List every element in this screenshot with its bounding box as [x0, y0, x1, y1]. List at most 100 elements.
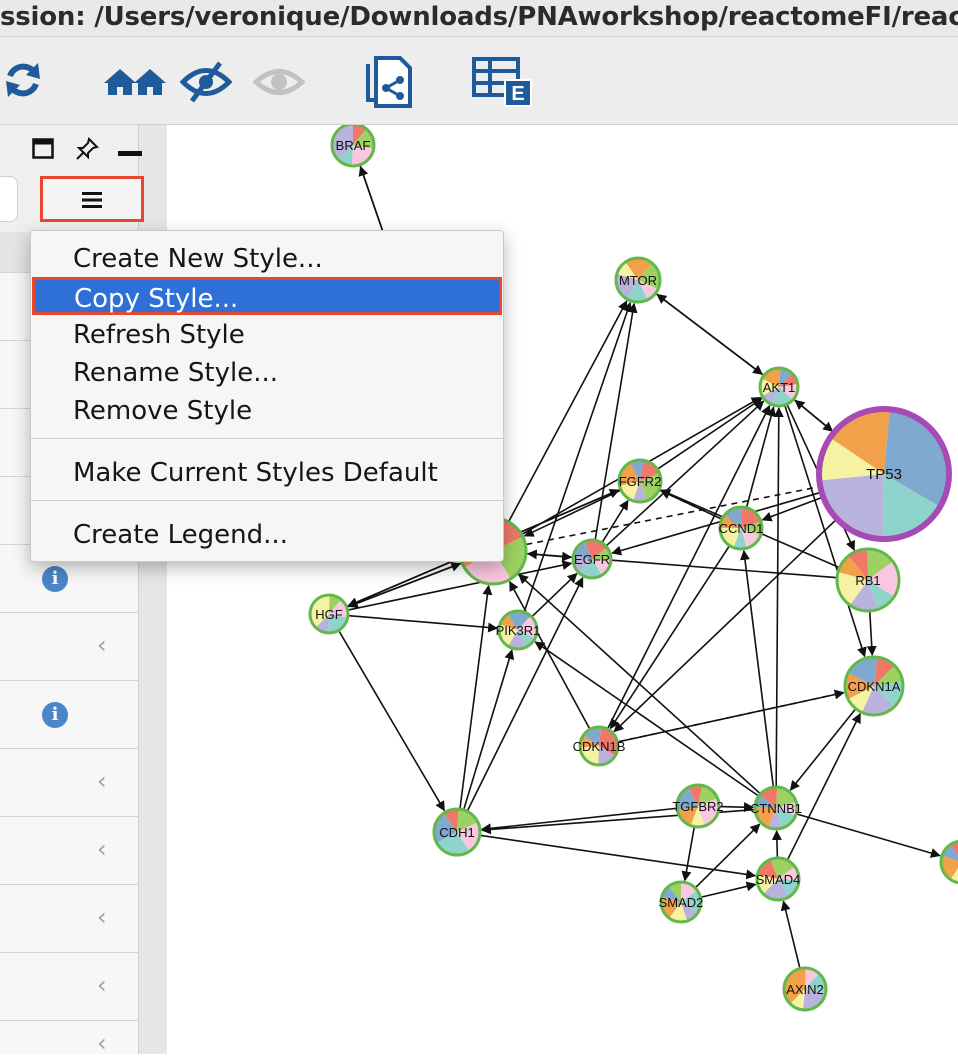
network-edge[interactable] [595, 304, 634, 540]
style-selector[interactable] [0, 176, 18, 222]
network-edge[interactable] [532, 574, 576, 617]
svg-text:E: E [511, 83, 524, 105]
network-edge[interactable] [790, 709, 855, 790]
network-edge[interactable] [797, 814, 940, 855]
main-toolbar: E [0, 37, 958, 125]
network-node-ccnd1[interactable]: CCND1 [719, 507, 764, 549]
network-edge[interactable] [349, 563, 462, 606]
property-row[interactable]: ‹ [0, 885, 138, 953]
network-node-label: BRAF [336, 138, 371, 153]
menu-item-make-current-styles-default[interactable]: Make Current Styles Default [31, 454, 503, 492]
property-row[interactable]: ‹ [0, 953, 138, 1021]
network-edge[interactable] [482, 808, 676, 829]
network-node-label: CDH1 [439, 825, 474, 840]
menu-item-remove-style[interactable]: Remove Style [31, 392, 503, 430]
network-node-ctnnb1[interactable]: CTNNB1 [750, 787, 802, 829]
menu-item-refresh-style[interactable]: Refresh Style [31, 316, 503, 354]
network-node-label: TGFBR2 [672, 799, 723, 814]
network-node-braf[interactable]: BRAF [332, 125, 374, 166]
menu-separator [31, 500, 503, 501]
chevron-left-icon[interactable]: ‹ [97, 971, 107, 999]
menu-item-create-new-style[interactable]: Create New Style... [31, 240, 503, 278]
minimize-icon[interactable] [118, 150, 142, 158]
chevron-left-icon[interactable]: ‹ [97, 835, 107, 863]
maximize-icon[interactable] [32, 138, 54, 160]
network-edge[interactable] [657, 295, 763, 375]
network-edge[interactable] [701, 884, 755, 897]
network-edge[interactable] [685, 828, 694, 881]
network-edge[interactable] [696, 824, 760, 887]
property-row[interactable]: ‹ [0, 613, 138, 681]
network-node-a[interactable]: A [941, 841, 958, 883]
network-edge[interactable] [349, 616, 497, 629]
style-options-menu: Create New Style... Copy Style... Refres… [30, 230, 504, 562]
info-icon[interactable]: i [42, 702, 68, 728]
property-row[interactable]: ‹ [0, 749, 138, 817]
network-edge[interactable] [744, 551, 773, 786]
home-icon[interactable] [104, 67, 166, 97]
network-node-label: SMAD2 [659, 895, 704, 910]
network-node-fgfr2[interactable]: FGFR2 [619, 460, 662, 502]
network-edge[interactable] [776, 408, 779, 786]
network-node-label: RB1 [855, 573, 880, 588]
network-node-cdkn1b[interactable]: CDKN1B [573, 727, 626, 765]
show-icon[interactable] [253, 65, 305, 99]
property-row[interactable]: i [0, 681, 138, 749]
network-edge[interactable] [794, 400, 832, 431]
network-edge[interactable] [339, 631, 444, 810]
chevron-left-icon[interactable]: ‹ [97, 767, 107, 795]
network-node-axin2[interactable]: AXIN2 [784, 968, 826, 1010]
network-node-rb1[interactable]: RB1 [837, 549, 899, 611]
network-edge[interactable] [658, 399, 761, 469]
network-node-label: SMAD4 [756, 872, 801, 887]
network-edge[interactable] [870, 612, 872, 655]
network-edge[interactable] [509, 301, 627, 521]
table-export-icon[interactable]: E [472, 57, 534, 109]
network-edge[interactable] [788, 714, 860, 860]
network-edge[interactable] [602, 501, 627, 542]
network-node-akt1[interactable]: AKT1 [760, 368, 798, 406]
hamburger-menu-button[interactable] [40, 176, 144, 222]
pin-icon[interactable] [75, 137, 99, 161]
network-node-smad4[interactable]: SMAD4 [756, 858, 801, 900]
chevron-left-icon[interactable]: ‹ [97, 631, 107, 659]
menu-item-rename-style[interactable]: Rename Style... [31, 354, 503, 392]
network-edge[interactable] [510, 582, 590, 729]
chevron-left-icon[interactable]: ‹ [97, 1029, 107, 1057]
network-edge[interactable] [610, 546, 729, 728]
menu-separator [31, 438, 503, 439]
network-edge[interactable] [747, 407, 774, 506]
network-node-pik3r1[interactable]: PIK3R1 [496, 611, 541, 649]
network-node-label: AKT1 [763, 380, 796, 395]
network-edge[interactable] [349, 563, 572, 610]
network-edge[interactable] [783, 901, 799, 967]
property-row[interactable]: ‹ [0, 1021, 138, 1054]
share-session-icon[interactable] [362, 54, 418, 110]
hamburger-menu-icon [82, 192, 102, 208]
network-edge[interactable] [777, 831, 778, 857]
network-node-label: MTOR [619, 273, 657, 288]
network-node-smad2[interactable]: SMAD2 [659, 882, 704, 922]
network-node-label: CCND1 [719, 521, 764, 536]
network-node-cdkn1a[interactable]: CDKN1A [845, 657, 903, 715]
network-node-tp53[interactable]: TP53 [819, 409, 949, 539]
property-row[interactable]: ‹ [0, 817, 138, 885]
info-icon[interactable]: i [42, 566, 68, 592]
network-edge[interactable] [720, 807, 753, 808]
network-node-label: FGFR2 [619, 474, 662, 489]
network-node-cdh1[interactable]: CDH1 [434, 809, 480, 855]
chevron-left-icon[interactable]: ‹ [97, 903, 107, 931]
network-node-label: TP53 [866, 466, 902, 483]
menu-item-create-legend[interactable]: Create Legend... [31, 516, 503, 554]
network-node-label: AXIN2 [786, 982, 824, 997]
hide-icon[interactable] [180, 61, 232, 103]
network-node-egfr[interactable]: EGFR [573, 540, 611, 578]
network-edge[interactable] [464, 650, 512, 809]
network-node-mtor[interactable]: MTOR [616, 258, 660, 302]
network-node-label: CDKN1B [573, 739, 626, 754]
network-node-tgfbr2[interactable]: TGFBR2 [672, 785, 723, 827]
network-node-hgf[interactable]: HGF [310, 595, 348, 633]
menu-item-copy-style[interactable]: Copy Style... [32, 277, 502, 315]
network-node-label: CTNNB1 [750, 801, 802, 816]
refresh-icon[interactable] [2, 59, 44, 101]
